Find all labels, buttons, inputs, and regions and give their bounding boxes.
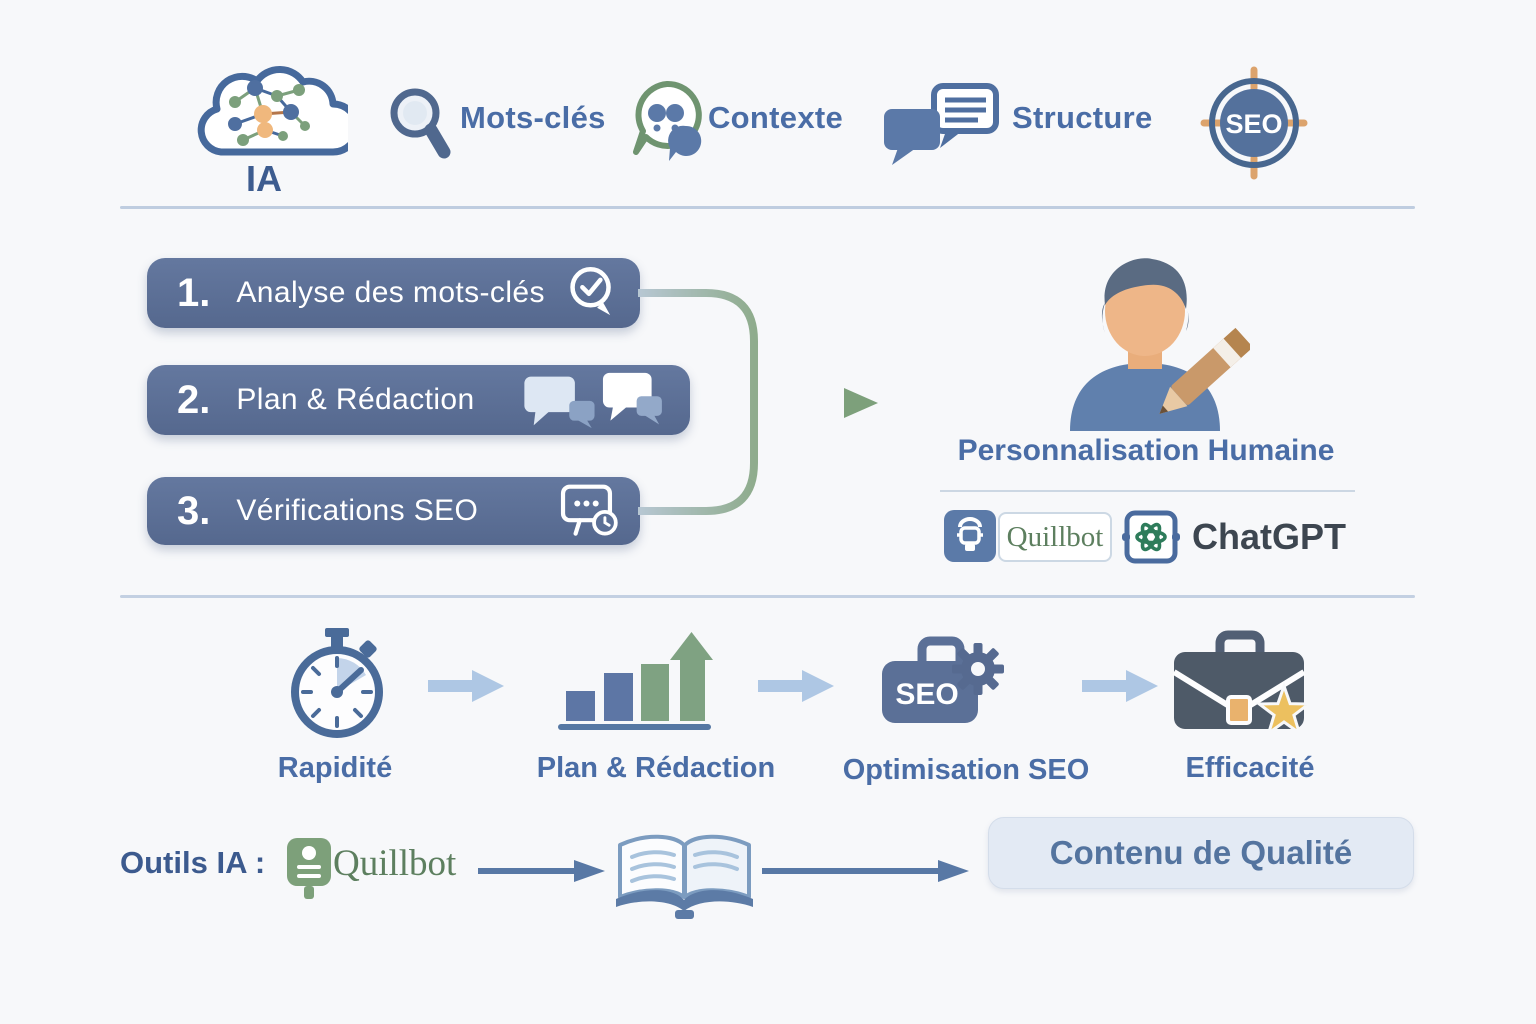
step-2: 2. Plan & Rédaction xyxy=(147,365,690,435)
light-arrow-icon xyxy=(1082,670,1158,702)
quillbot-chip: Quillbot xyxy=(998,512,1112,562)
keywords-magnifier-icon xyxy=(390,88,451,159)
step-1: 1. Analyse des mots-clés xyxy=(147,258,640,328)
structure-chat-icon xyxy=(884,83,999,165)
personalisation-title: Personnalisation Humaine xyxy=(957,434,1335,467)
chatgpt-label: ChatGPT xyxy=(1192,516,1347,557)
flow-arrowhead-icon xyxy=(844,388,878,418)
benefit-rapidite-label: Rapidité xyxy=(277,752,393,784)
top-divider xyxy=(120,206,1415,209)
ai-cloud-network-icon xyxy=(197,65,348,156)
step-1-label: Analyse des mots-clés xyxy=(236,276,545,309)
seo-target-label: SEO xyxy=(1225,109,1282,139)
step-1-number: 1. xyxy=(177,270,211,315)
quillbot-green-icon xyxy=(287,838,331,899)
flow-connector-lines xyxy=(638,289,878,515)
context-label: Contexte xyxy=(708,100,844,135)
growth-bar-chart-icon xyxy=(558,632,713,730)
keywords-label: Mots-clés xyxy=(460,100,606,135)
stopwatch-icon xyxy=(291,628,383,738)
ia-label: IA xyxy=(246,158,282,199)
benefit-plan-label: Plan & Rédaction xyxy=(536,752,776,784)
chat-check-clock-icon xyxy=(558,483,620,539)
quillbot-tool-label: Quillbot xyxy=(333,843,457,884)
quillbot-blue-tile-icon xyxy=(944,510,996,562)
chatgpt-logo-icon xyxy=(1122,510,1180,564)
seo-target-icon: SEO xyxy=(1200,66,1308,180)
step-2-label: Plan & Rédaction xyxy=(236,383,475,416)
check-magnifier-icon xyxy=(566,264,620,322)
person-writing-icon xyxy=(1070,258,1250,431)
tools-label: Outils IA : xyxy=(120,845,266,880)
seo-toolbox-gear-icon: SEO xyxy=(882,636,1004,723)
benefit-efficacite-label: Efficacité xyxy=(1185,752,1315,784)
benefit-seo-label: Optimisation SEO xyxy=(842,754,1090,786)
light-arrow-icon xyxy=(758,670,834,702)
light-arrow-icon xyxy=(428,670,504,702)
step-3-label: Vérifications SEO xyxy=(236,494,479,527)
personalisation-divider xyxy=(940,490,1355,492)
step-3-number: 3. xyxy=(177,488,211,533)
quality-content-button: Contenu de Qualité xyxy=(988,817,1414,889)
footer-arrow-icon xyxy=(762,860,969,882)
step-2-number: 2. xyxy=(177,377,211,422)
structure-label: Structure xyxy=(1012,100,1153,135)
chat-bubbles-icon xyxy=(520,371,670,429)
briefcase-star-icon xyxy=(1172,630,1314,737)
footer-arrow-icon xyxy=(478,860,605,882)
context-speech-bubble-icon xyxy=(633,80,702,161)
seo-toolbox-label: SEO xyxy=(895,678,958,711)
open-book-icon xyxy=(616,834,753,919)
mid-divider xyxy=(120,595,1415,598)
step-3: 3. Vérifications SEO xyxy=(147,477,640,545)
